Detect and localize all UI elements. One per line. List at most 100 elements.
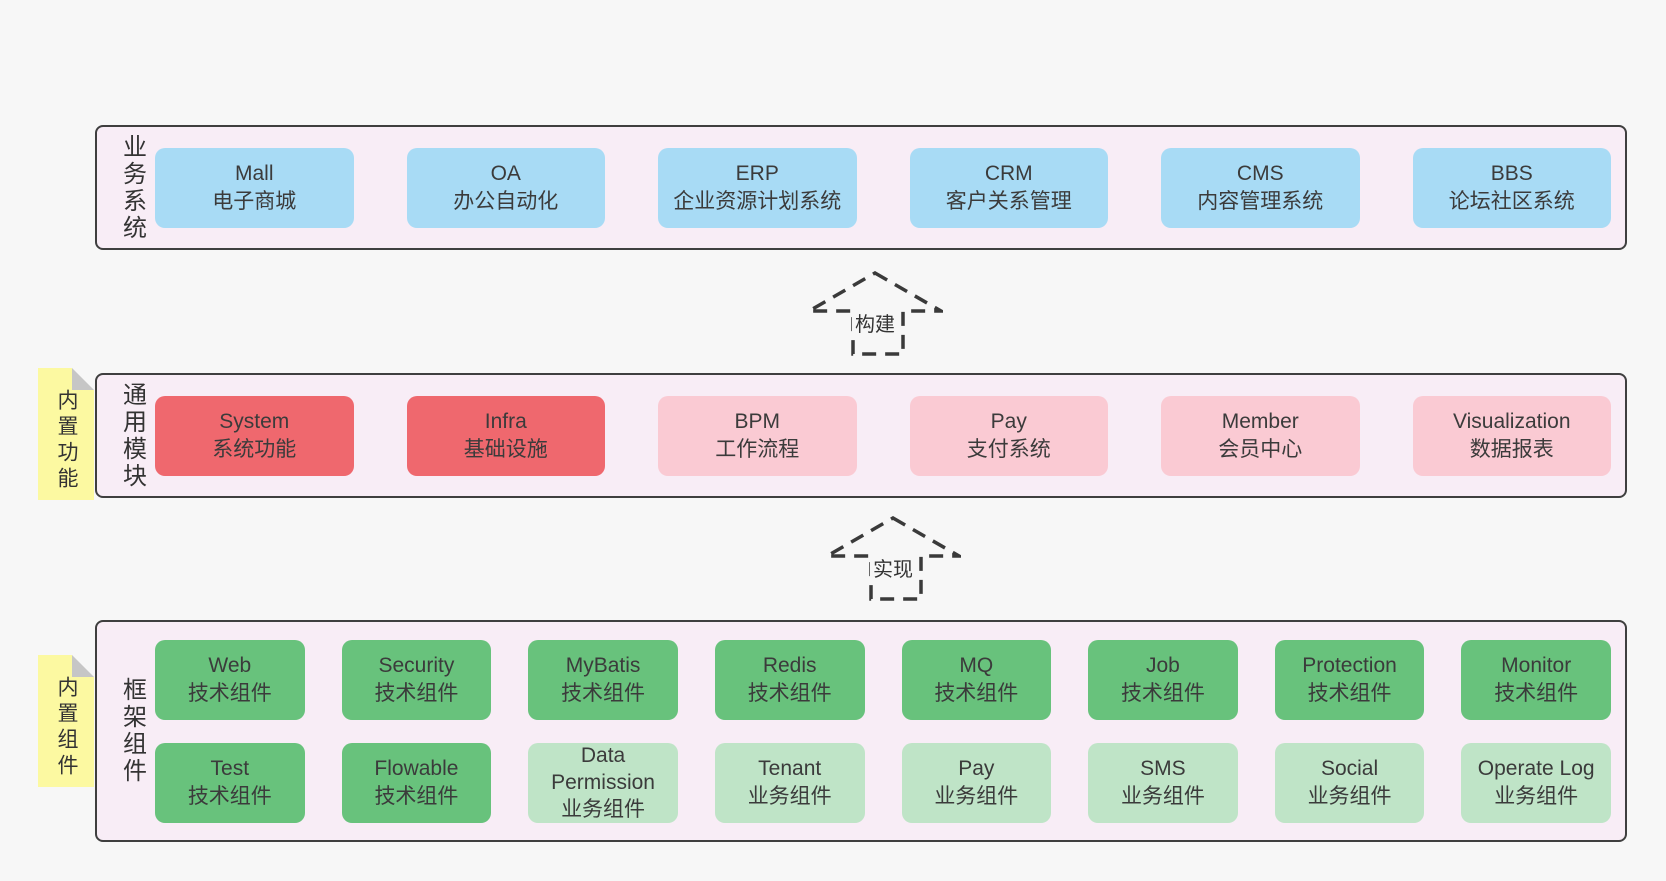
box-title: Tenant	[758, 757, 822, 781]
sticky-note-text: 内置功能	[55, 389, 78, 493]
box-mall: Mall 电子商城	[155, 147, 354, 228]
box-flowable: Flowable 技术组件	[341, 742, 492, 823]
box-test: Test 技术组件	[155, 742, 305, 823]
box-redis: Redis 技术组件	[714, 639, 865, 720]
section-common-modules: 通用模块 System 系统功能 Infra 基础设施 BPM 工作流程 Pay…	[95, 373, 1627, 498]
box-subtitle: 业务组件	[1307, 784, 1392, 808]
box-subtitle: 技术组件	[934, 681, 1019, 705]
box-title: CMS	[1236, 162, 1284, 186]
box-title: BBS	[1490, 162, 1533, 186]
section-label-business: 业务系统	[118, 133, 146, 242]
box-title: SMS	[1140, 757, 1186, 781]
box-subtitle: 论坛社区系统	[1448, 189, 1575, 213]
box-title: Flowable	[374, 757, 459, 781]
box-title: Web	[208, 654, 252, 678]
modules-box-grid: System 系统功能 Infra 基础设施 BPM 工作流程 Pay 支付系统…	[155, 395, 1611, 476]
box-title: BPM	[734, 410, 780, 434]
box-subtitle: 客户关系管理	[945, 189, 1072, 213]
box-crm: CRM 客户关系管理	[909, 147, 1108, 228]
box-security: Security 技术组件	[341, 639, 492, 720]
box-oa: OA 办公自动化	[406, 147, 605, 228]
box-member: Member 会员中心	[1161, 395, 1360, 476]
sticky-note-builtin-features: 内置功能	[38, 368, 94, 500]
box-bpm: BPM 工作流程	[658, 395, 857, 476]
implement-arrow: 实现	[825, 516, 961, 601]
box-title: Test	[210, 757, 250, 781]
box-erp: ERP 企业资源计划系统	[658, 147, 857, 228]
box-subtitle: 技术组件	[374, 784, 459, 808]
box-subtitle: 技术组件	[1494, 681, 1579, 705]
box-subtitle: 业务组件	[1120, 784, 1205, 808]
box-title: Social	[1320, 757, 1379, 781]
box-title: Redis	[762, 654, 817, 678]
box-subtitle: 技术组件	[1307, 681, 1392, 705]
box-subtitle: 技术组件	[374, 681, 459, 705]
box-infra: Infra 基础设施	[406, 395, 605, 476]
box-title: Infra	[484, 410, 527, 434]
box-subtitle: 内容管理系统	[1197, 189, 1324, 213]
box-subtitle: 技术组件	[187, 784, 272, 808]
sticky-note-text: 内置组件	[55, 676, 78, 780]
business-box-grid: Mall 电子商城 OA 办公自动化 ERP 企业资源计划系统 CRM 客户关系…	[155, 147, 1611, 228]
box-subtitle: 基础设施	[463, 437, 548, 461]
section-framework-components: 框架组件 Web 技术组件 Security 技术组件 MyBatis 技术组件…	[95, 620, 1627, 842]
box-web: Web 技术组件	[155, 639, 305, 720]
box-subtitle: 办公自动化	[453, 189, 559, 213]
box-title: Protection	[1302, 654, 1397, 678]
box-cms: CMS 内容管理系统	[1161, 147, 1360, 228]
box-pay-system: Pay 支付系统	[909, 395, 1108, 476]
box-title: Operate Log	[1477, 757, 1595, 781]
box-title: MyBatis	[565, 654, 641, 678]
section-label-modules: 通用模块	[118, 381, 146, 490]
box-subtitle: 技术组件	[1120, 681, 1205, 705]
box-subtitle: 会员中心	[1218, 437, 1303, 461]
box-bbs: BBS 论坛社区系统	[1412, 147, 1611, 228]
box-mq: MQ 技术组件	[901, 639, 1052, 720]
box-title: CRM	[984, 162, 1033, 186]
box-title: Pay	[958, 757, 995, 781]
box-job: Job 技术组件	[1088, 639, 1238, 720]
build-arrow-label: 构建	[852, 308, 898, 337]
box-monitor: Monitor 技术组件	[1461, 639, 1611, 720]
box-subtitle: 业务组件	[747, 784, 832, 808]
box-title: Monitor	[1501, 654, 1572, 678]
box-title: ERP	[735, 162, 779, 186]
box-pay-component: Pay 业务组件	[901, 742, 1052, 823]
box-title: Security	[378, 654, 455, 678]
box-mybatis: MyBatis 技术组件	[528, 639, 678, 720]
box-title: OA	[490, 162, 521, 186]
box-title: Pay	[990, 410, 1027, 434]
box-title: Data Permission	[551, 743, 655, 794]
implement-arrow-label: 实现	[870, 553, 916, 582]
box-data-permission: Data Permission 业务组件	[528, 742, 678, 823]
box-title: System	[219, 410, 290, 434]
box-title: MQ	[959, 654, 994, 678]
box-title: Member	[1221, 410, 1299, 434]
box-sms: SMS 业务组件	[1088, 742, 1238, 823]
box-subtitle: 业务组件	[561, 798, 646, 822]
box-operate-log: Operate Log 业务组件	[1461, 742, 1611, 823]
framework-box-grid: Web 技术组件 Security 技术组件 MyBatis 技术组件 Redi…	[155, 639, 1611, 823]
section-label-framework: 框架组件	[118, 677, 146, 785]
box-subtitle: 企业资源计划系统	[673, 189, 842, 213]
box-subtitle: 业务组件	[1494, 784, 1579, 808]
box-subtitle: 技术组件	[187, 681, 272, 705]
box-subtitle: 技术组件	[561, 681, 646, 705]
box-title: Visualization	[1452, 410, 1571, 434]
box-subtitle: 工作流程	[715, 437, 800, 461]
box-social: Social 业务组件	[1274, 742, 1425, 823]
up-arrow-dashed-icon	[825, 516, 961, 601]
sticky-note-builtin-components: 内置组件	[38, 655, 94, 787]
box-title: Job	[1146, 654, 1180, 678]
box-title: Mall	[234, 162, 274, 186]
build-arrow: 构建	[807, 271, 943, 356]
box-system: System 系统功能	[155, 395, 354, 476]
box-subtitle: 系统功能	[212, 437, 297, 461]
box-subtitle: 支付系统	[966, 437, 1051, 461]
box-tenant: Tenant 业务组件	[714, 742, 865, 823]
box-visualization: Visualization 数据报表	[1412, 395, 1611, 476]
up-arrow-dashed-icon	[807, 271, 943, 356]
box-subtitle: 业务组件	[934, 784, 1019, 808]
box-subtitle: 电子商城	[212, 189, 297, 213]
